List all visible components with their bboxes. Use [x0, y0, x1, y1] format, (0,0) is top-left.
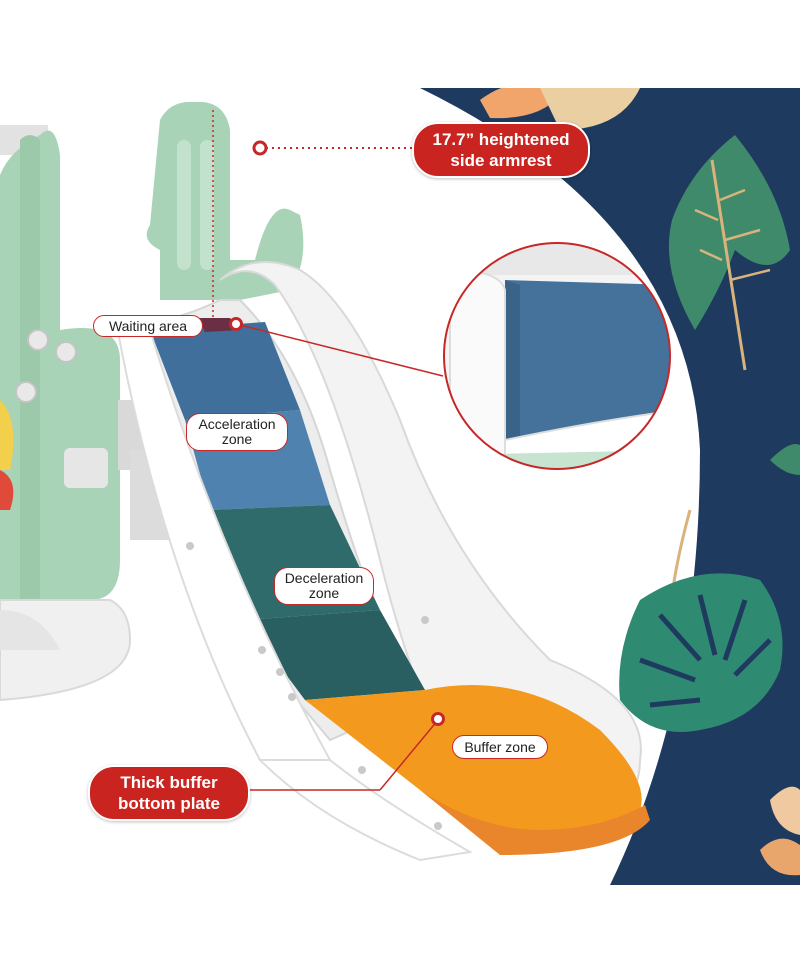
- slide: [116, 261, 650, 862]
- thick-buffer-plate-label: Thick buffer bottom plate: [88, 765, 250, 821]
- acceleration-zone-label: Acceleration zone: [186, 413, 288, 451]
- armrest-zoom-detail: [442, 241, 672, 471]
- leaf-decoration-side: [770, 444, 800, 475]
- monstera-leaf-decoration: [619, 509, 783, 732]
- autumn-leaves-decoration: [760, 786, 800, 876]
- waiting-area-label: Waiting area: [93, 315, 203, 337]
- buffer-zone-label: Buffer zone: [452, 735, 548, 759]
- armrest-height-label: 17.7” heightened side armrest: [412, 122, 590, 178]
- callout-connectors: [212, 110, 445, 791]
- leaf-decoration-top: [668, 135, 790, 371]
- deceleration-zone-label: Deceleration zone: [274, 567, 374, 605]
